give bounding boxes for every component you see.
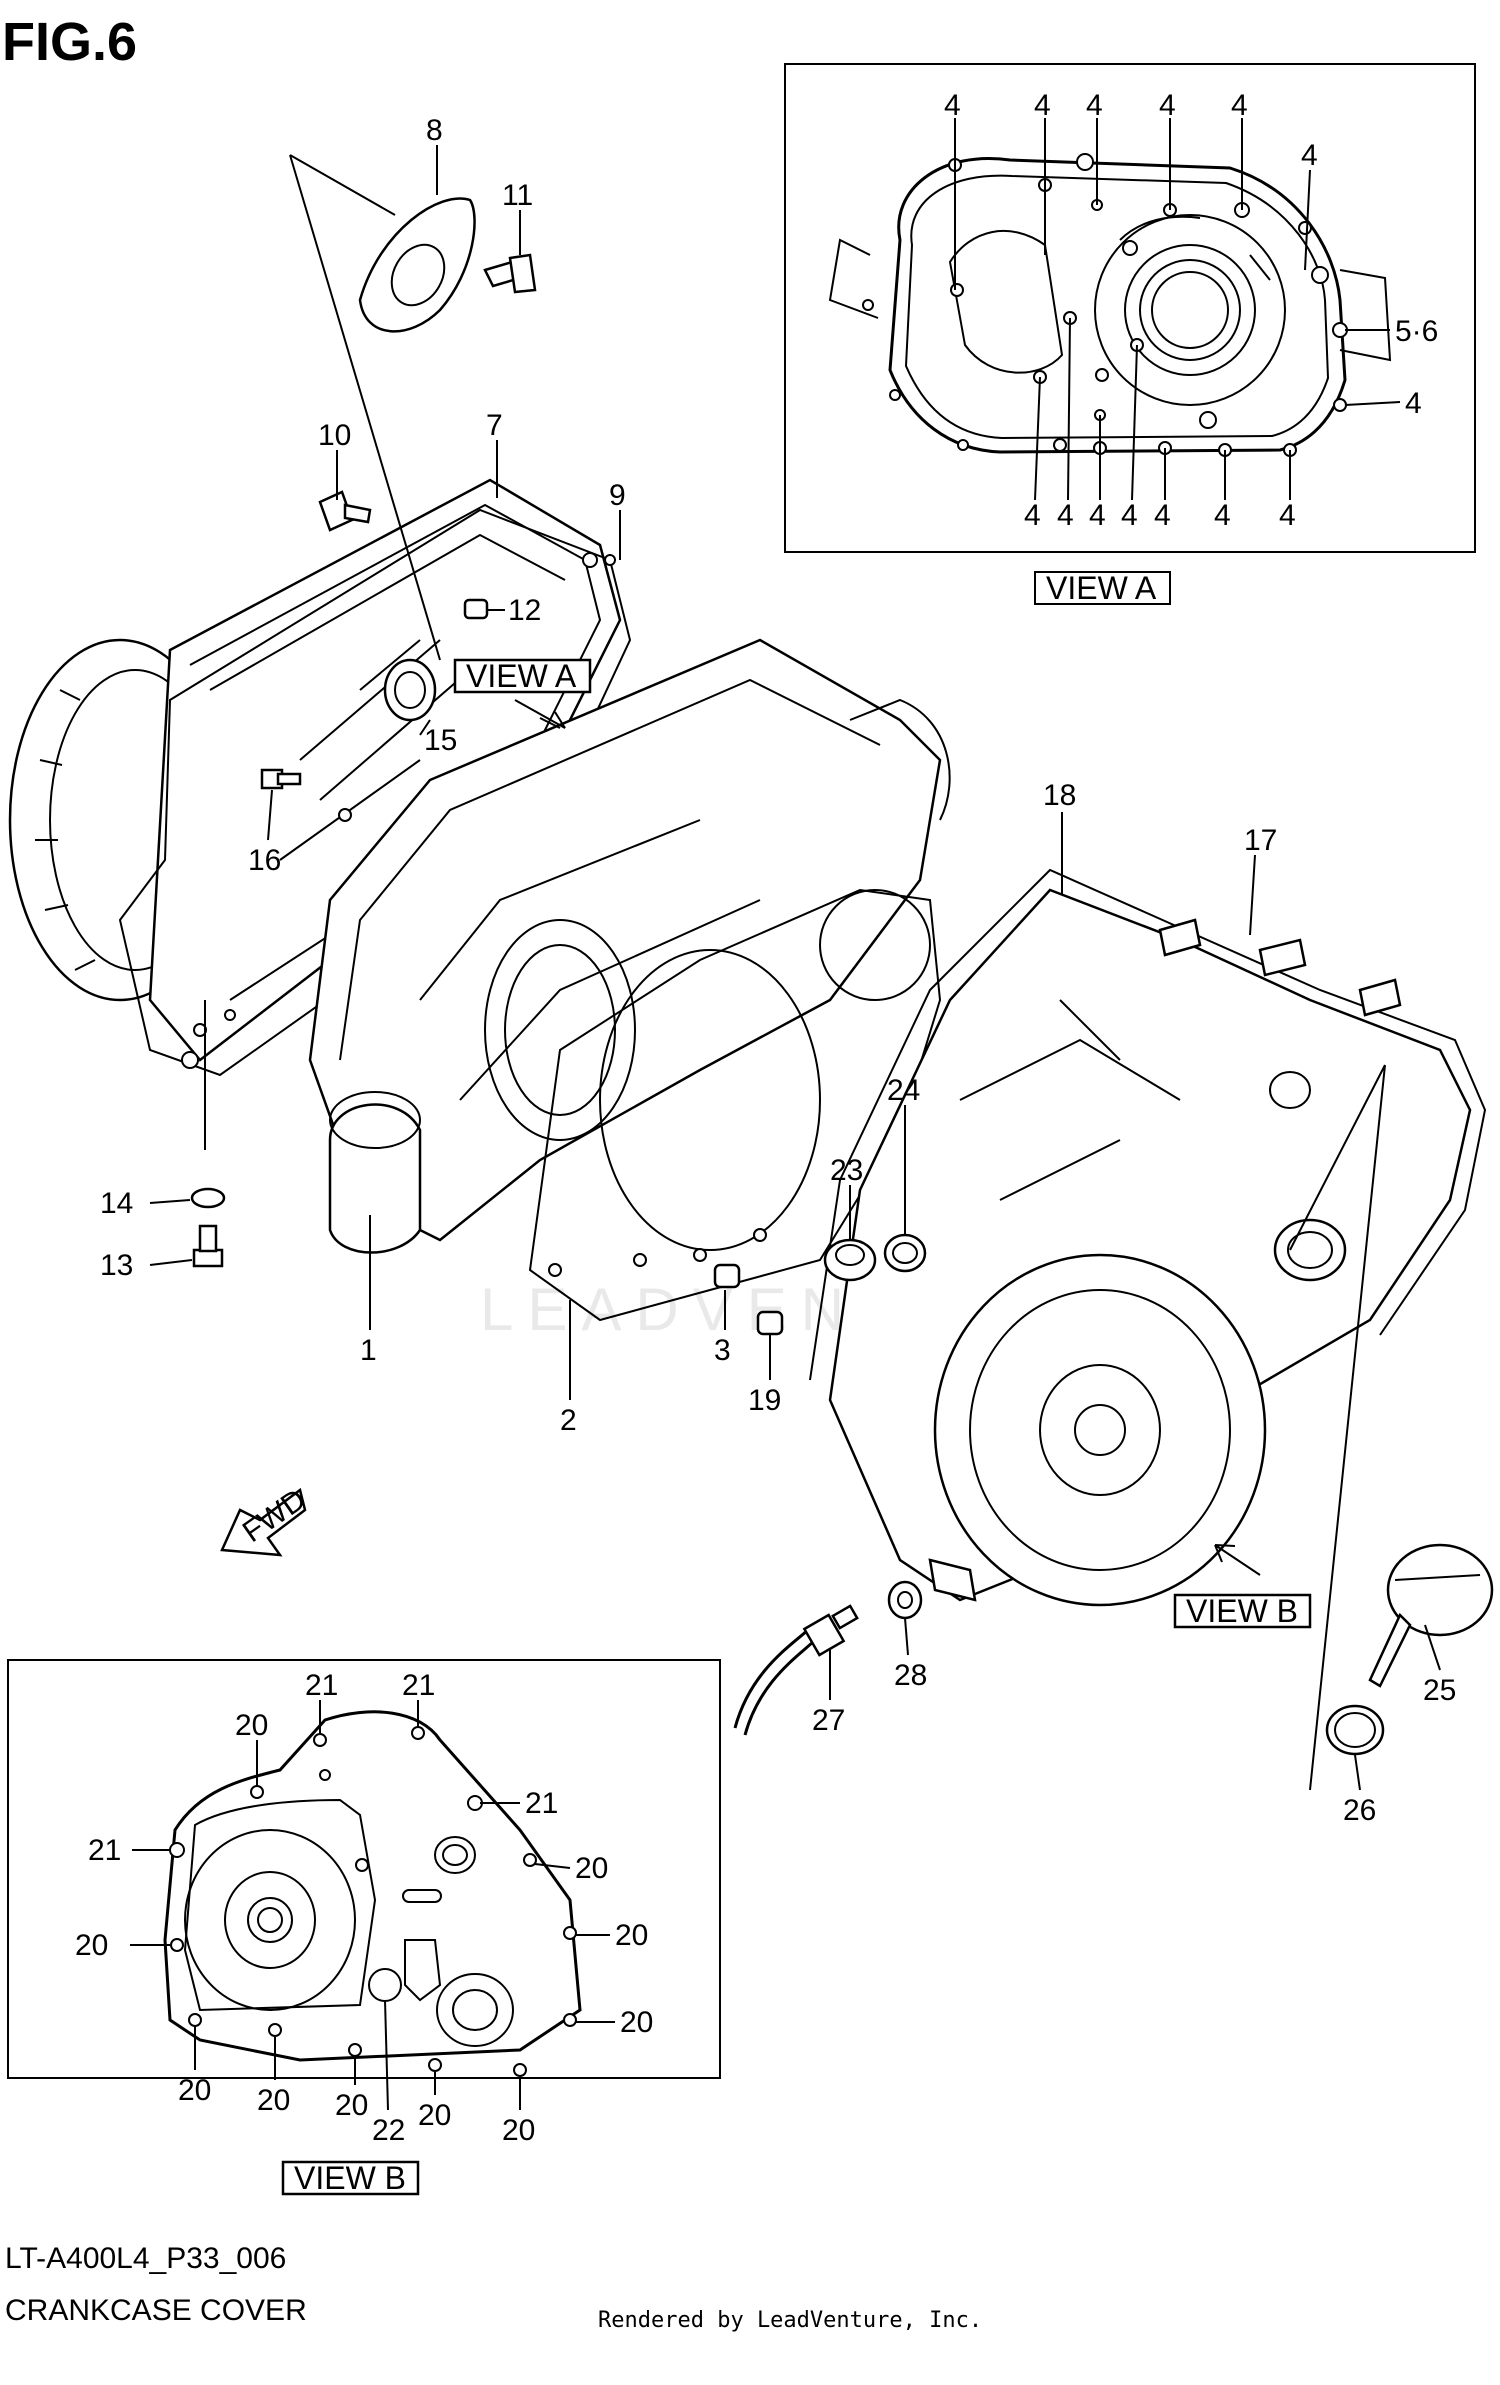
callout-7: 7 <box>486 409 503 442</box>
bolt-10 <box>318 490 372 532</box>
view-b-callout-20: 20 <box>575 1852 608 1885</box>
callout-25: 25 <box>1423 1674 1456 1707</box>
view-b-callout-21: 21 <box>305 1669 338 1702</box>
plug-23 <box>823 1238 877 1282</box>
view-a-bolt-holes <box>862 153 1348 457</box>
view-b-callouts: 21 21 20 21 21 20 20 20 20 20 20 20 22 2… <box>75 1669 653 2147</box>
view-b-inset: 21 21 20 21 21 20 20 20 20 20 20 20 22 2… <box>7 1659 721 2196</box>
view-a-callout-4: 4 <box>1405 387 1422 420</box>
crankcase-gasket-2 <box>528 888 942 1322</box>
callout-27: 27 <box>812 1704 845 1737</box>
washer-28 <box>887 1580 923 1620</box>
dowel-3 <box>713 1263 741 1289</box>
view-a-reference: VIEW A <box>466 658 577 694</box>
outer-clutch-cover-7 <box>8 478 632 1077</box>
view-b-pointer: VIEW B <box>1173 1544 1312 1629</box>
view-a-callout-5-6: 5·6 <box>1395 315 1438 348</box>
view-a-callout-4: 4 <box>1154 499 1171 532</box>
view-b-callout-20: 20 <box>335 2089 368 2122</box>
callout-26: 26 <box>1343 1794 1376 1827</box>
washer-14 <box>190 1187 226 1209</box>
view-a-callout-4: 4 <box>1214 499 1231 532</box>
view-b-caption: VIEW B <box>294 2160 406 2196</box>
callout-15: 15 <box>424 724 457 757</box>
view-b-callout-20: 20 <box>75 1929 108 1962</box>
view-b-callout-20: 20 <box>418 2099 451 2132</box>
view-b-callout-20: 20 <box>620 2006 653 2039</box>
fwd-arrow: FWD <box>220 1483 312 1557</box>
callout-19: 19 <box>748 1384 781 1417</box>
rendered-by-credit: Rendered by LeadVenture, Inc. <box>598 2308 982 2333</box>
generator-cover-18 <box>809 868 1487 1607</box>
view-a-callouts: 4 4 4 4 4 4 5·6 4 4 4 4 4 4 4 4 <box>944 89 1438 532</box>
dowel-19 <box>756 1310 784 1336</box>
figure-name: CRANKCASE COVER <box>5 2294 307 2327</box>
view-b-callout-21: 21 <box>402 1669 435 1702</box>
callout-14: 14 <box>100 1187 133 1220</box>
view-a-callout-4: 4 <box>1231 89 1248 122</box>
view-b-reference: VIEW B <box>1186 1593 1298 1629</box>
view-a-callout-4: 4 <box>1034 89 1051 122</box>
main-leaders <box>149 145 1441 1791</box>
view-a-pointer: VIEW A <box>453 658 592 729</box>
breather-hose-27 <box>733 1604 859 1736</box>
view-a-callout-4: 4 <box>1024 499 1041 532</box>
callout-9: 9 <box>609 479 626 512</box>
plate-8 <box>358 197 476 333</box>
view-b-bolt-holes <box>169 1726 577 2077</box>
view-b-callout-20: 20 <box>235 1709 268 1742</box>
view-a-callout-4: 4 <box>1086 89 1103 122</box>
view-b-callout-22: 22 <box>372 2114 405 2147</box>
view-b-callout-20: 20 <box>257 2084 290 2117</box>
callout-12: 12 <box>508 594 541 627</box>
callout-8: 8 <box>426 114 443 147</box>
callout-3: 3 <box>714 1334 731 1367</box>
figure-code: LT-A400L4_P33_006 <box>5 2242 286 2275</box>
callout-10: 10 <box>318 419 351 452</box>
view-b-leaders <box>130 1700 615 2111</box>
view-b-callout-21: 21 <box>525 1787 558 1820</box>
callout-18: 18 <box>1043 779 1076 812</box>
view-a-callout-4: 4 <box>1279 499 1296 532</box>
bolt-16 <box>260 768 302 790</box>
o-ring-24 <box>883 1233 927 1273</box>
o-ring-26 <box>1325 1704 1385 1756</box>
bolt-13 <box>192 1224 224 1268</box>
callout-16: 16 <box>248 844 281 877</box>
view-b-callout-20: 20 <box>502 2114 535 2147</box>
callout-13: 13 <box>100 1249 133 1282</box>
view-a-inset: 4 4 4 4 4 4 5·6 4 4 4 4 4 4 4 4 VIEW A <box>784 63 1476 606</box>
view-a-callout-4: 4 <box>1121 499 1138 532</box>
callout-24: 24 <box>887 1074 920 1107</box>
callout-17: 17 <box>1244 824 1277 857</box>
view-a-caption: VIEW A <box>1046 570 1157 606</box>
view-a-callout-4: 4 <box>944 89 961 122</box>
callout-23: 23 <box>830 1154 863 1187</box>
dowel-12 <box>463 598 489 620</box>
view-b-callout-20: 20 <box>178 2074 211 2107</box>
view-a-callout-4: 4 <box>1159 89 1176 122</box>
bolt-11 <box>483 253 537 294</box>
figure-title: FIG.6 <box>2 12 137 72</box>
view-a-callout-4: 4 <box>1089 499 1106 532</box>
main-callouts: 8 11 10 7 9 12 15 16 14 13 1 2 3 19 18 1… <box>100 114 1456 1827</box>
oil-filler-cap-25 <box>1368 1543 1494 1688</box>
view-a-callout-4: 4 <box>1057 499 1074 532</box>
crankcase-1 <box>308 638 951 1254</box>
view-a-callout-4: 4 <box>1301 139 1318 172</box>
callout-1: 1 <box>360 1334 377 1367</box>
callout-11: 11 <box>502 179 533 212</box>
view-a-leaders <box>954 118 1401 501</box>
view-b-callout-20: 20 <box>615 1919 648 1952</box>
callout-28: 28 <box>894 1659 927 1692</box>
callout-2: 2 <box>560 1404 577 1437</box>
view-b-callout-21: 21 <box>88 1834 121 1867</box>
